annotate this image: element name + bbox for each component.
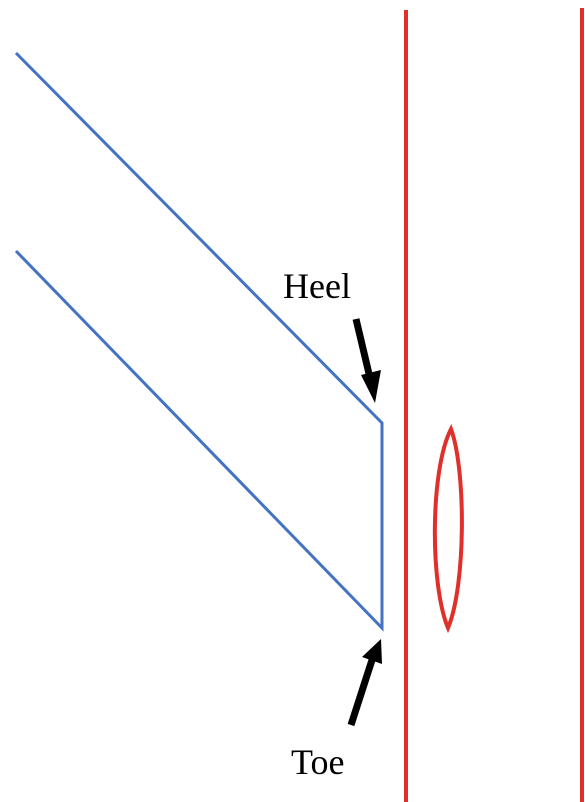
toe-arrow-head [362, 639, 382, 664]
heel-arrow-shaft [352, 318, 374, 379]
toe-label: Toe [291, 742, 345, 782]
lens-shape [432, 424, 464, 634]
toe-arrow-shaft [347, 658, 376, 727]
stick-blade [14, 51, 384, 632]
heel-label: Heel [283, 266, 351, 306]
heel-arrow-head [361, 370, 381, 403]
